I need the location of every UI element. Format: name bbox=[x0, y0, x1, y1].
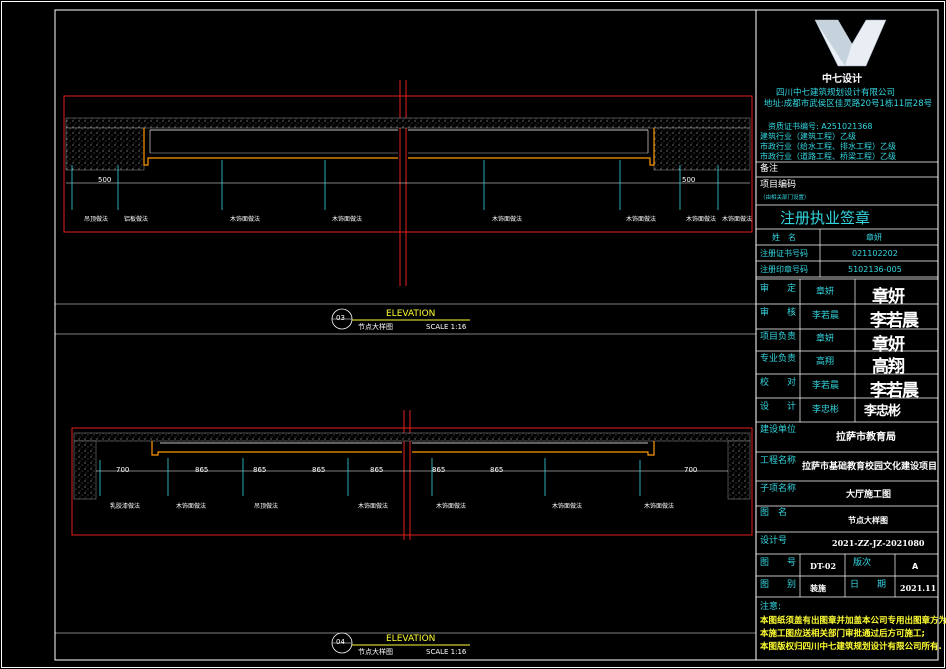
qualification-2: 市政行业（给水工程、排水工程）乙级 bbox=[760, 142, 896, 151]
view-03-number: 03 bbox=[336, 314, 345, 322]
view-03-scale: SCALE 1:16 bbox=[426, 323, 467, 331]
client-value: 拉萨市教育局 bbox=[836, 432, 896, 443]
view-03-subtitle: 节点大样图 bbox=[358, 323, 393, 331]
design-no-label: 设计号 bbox=[760, 536, 788, 546]
signature-1: 章妍 bbox=[872, 287, 905, 307]
tag-03-8: 木饰面做法 bbox=[722, 216, 753, 223]
dim-04-2: 865 bbox=[195, 466, 209, 474]
reg-row-3-value: 5102136-005 bbox=[848, 265, 902, 274]
tag-03-6: 木饰面做法 bbox=[626, 216, 657, 223]
sub-project-value: 大厅施工图 bbox=[846, 490, 892, 500]
date-value: 2021.11 bbox=[900, 583, 937, 593]
category-label: 图 别 bbox=[760, 580, 797, 590]
signature-4: 高翔 bbox=[872, 357, 905, 377]
project-code-note: （由相关部门设置） bbox=[760, 195, 810, 201]
sign-row-3-name: 章妍 bbox=[816, 334, 835, 344]
tag-04-5: 木饰面做法 bbox=[436, 503, 467, 510]
company-logo-text: 中七设计 bbox=[822, 74, 862, 85]
sheet-no-label: 图 号 bbox=[760, 558, 797, 568]
company-address: 地址:成都市武侯区佳灵路20号1栋11层28号 bbox=[763, 99, 933, 109]
dim-04-8: 700 bbox=[684, 466, 698, 474]
note-1: 本图纸须盖有出图章并加盖本公司专用出图章方为有效; bbox=[760, 616, 946, 626]
tag-04-7: 木饰面做法 bbox=[644, 503, 675, 510]
sign-row-1-name: 章妍 bbox=[816, 287, 835, 297]
drawing-name-label: 图 名 bbox=[760, 508, 788, 518]
remark-label: 备注 bbox=[760, 164, 779, 174]
project-value: 拉萨市基础教育校园文化建设项目 bbox=[802, 462, 938, 472]
view-04-number: 04 bbox=[336, 638, 345, 646]
tag-03-1: 吊顶做法 bbox=[84, 216, 109, 223]
signature-2: 李若晨 bbox=[870, 311, 919, 331]
view-03-section bbox=[55, 80, 756, 335]
title-block-border bbox=[755, 9, 939, 661]
project-code-label: 项目编码 bbox=[760, 180, 797, 190]
title-block-grid bbox=[756, 161, 938, 598]
view-04-scale: SCALE 1:16 bbox=[426, 648, 467, 656]
view-04-title: ELEVATION bbox=[386, 634, 436, 644]
sub-project-label: 子项名称 bbox=[760, 484, 797, 494]
signature-3: 章妍 bbox=[872, 335, 905, 355]
signature-6: 李忠彬 bbox=[864, 404, 901, 419]
qualification-3: 市政行业（道路工程、桥梁工程）乙级 bbox=[760, 152, 896, 161]
reg-row-1-value: 章妍 bbox=[866, 233, 882, 242]
sign-row-6-name: 李忠彬 bbox=[812, 405, 840, 415]
dim-04-3: 865 bbox=[253, 466, 267, 474]
tag-03-3: 木饰面做法 bbox=[230, 216, 261, 223]
notes-label: 注意: bbox=[760, 602, 782, 612]
version-value: A bbox=[912, 562, 919, 571]
tag-04-3: 吊顶做法 bbox=[254, 503, 279, 510]
client-label: 建设单位 bbox=[760, 425, 797, 435]
signature-5: 李若晨 bbox=[870, 381, 919, 401]
tag-03-7: 木饰面做法 bbox=[686, 216, 717, 223]
company-name: 四川中七建筑规划设计有限公司 bbox=[776, 88, 896, 98]
sign-row-2-label: 审 核 bbox=[760, 308, 797, 318]
sign-row-4-label: 专业负责 bbox=[760, 354, 797, 364]
design-no-value: 2021-ZZ-JZ-2021080 bbox=[832, 538, 925, 548]
cert-number: 资质证书编号: A251021368 bbox=[768, 122, 873, 131]
sign-row-5-name: 李若晨 bbox=[812, 381, 840, 391]
tag-03-5: 木饰面做法 bbox=[492, 216, 523, 223]
sign-row-1-label: 审 定 bbox=[760, 284, 797, 294]
dim-04-4: 865 bbox=[312, 466, 326, 474]
sheet-no-value: DT-02 bbox=[810, 561, 837, 571]
date-label: 日 期 bbox=[850, 580, 887, 590]
qualification-1: 建筑行业（建筑工程）乙级 bbox=[760, 132, 856, 141]
tag-04-2: 木饰面做法 bbox=[176, 503, 207, 510]
sign-row-5-label: 校 对 bbox=[760, 378, 797, 388]
category-value: 装施 bbox=[810, 583, 826, 593]
sign-row-3-label: 项目负责 bbox=[760, 332, 797, 342]
view-03-title: ELEVATION bbox=[386, 309, 436, 319]
version-label: 版次 bbox=[853, 558, 872, 568]
dim-04-6: 865 bbox=[432, 466, 446, 474]
sign-row-6-label: 设 计 bbox=[760, 402, 797, 412]
dim-04-5: 865 bbox=[370, 466, 384, 474]
reg-row-2-label: 注册证书号码 bbox=[760, 249, 808, 258]
dim-03-left: 500 bbox=[98, 176, 112, 184]
view-04-subtitle: 节点大样图 bbox=[358, 648, 393, 656]
sign-row-2-name: 李若晨 bbox=[812, 311, 840, 321]
project-label: 工程名称 bbox=[760, 456, 797, 466]
tag-03-2: 铝板做法 bbox=[124, 216, 149, 223]
note-3: 本图版权归四川中七建筑规划设计有限公司所有. bbox=[760, 642, 942, 652]
reg-row-3-label: 注册印章号码 bbox=[760, 265, 808, 274]
registration-header: 注册执业签章 bbox=[780, 209, 871, 227]
dim-03-right: 500 bbox=[682, 176, 696, 184]
company-logo-icon bbox=[814, 19, 887, 67]
drawing-name-value: 节点大样图 bbox=[848, 515, 888, 525]
note-2: 本施工图应送相关部门审批通过后方可施工; bbox=[760, 629, 925, 639]
sign-row-4-name: 高翔 bbox=[816, 357, 835, 367]
view-04-section bbox=[55, 410, 756, 654]
dim-04-1: 700 bbox=[116, 466, 130, 474]
dim-04-7: 865 bbox=[490, 466, 504, 474]
reg-row-2-value: 021102202 bbox=[852, 249, 898, 258]
tag-04-6: 木饰面做法 bbox=[552, 503, 583, 510]
tag-04-1: 乳胶漆做法 bbox=[110, 503, 141, 510]
reg-row-1-label: 姓 名 bbox=[772, 233, 796, 242]
tag-04-4: 木饰面做法 bbox=[358, 503, 389, 510]
tag-03-4: 木饰面做法 bbox=[332, 216, 363, 223]
